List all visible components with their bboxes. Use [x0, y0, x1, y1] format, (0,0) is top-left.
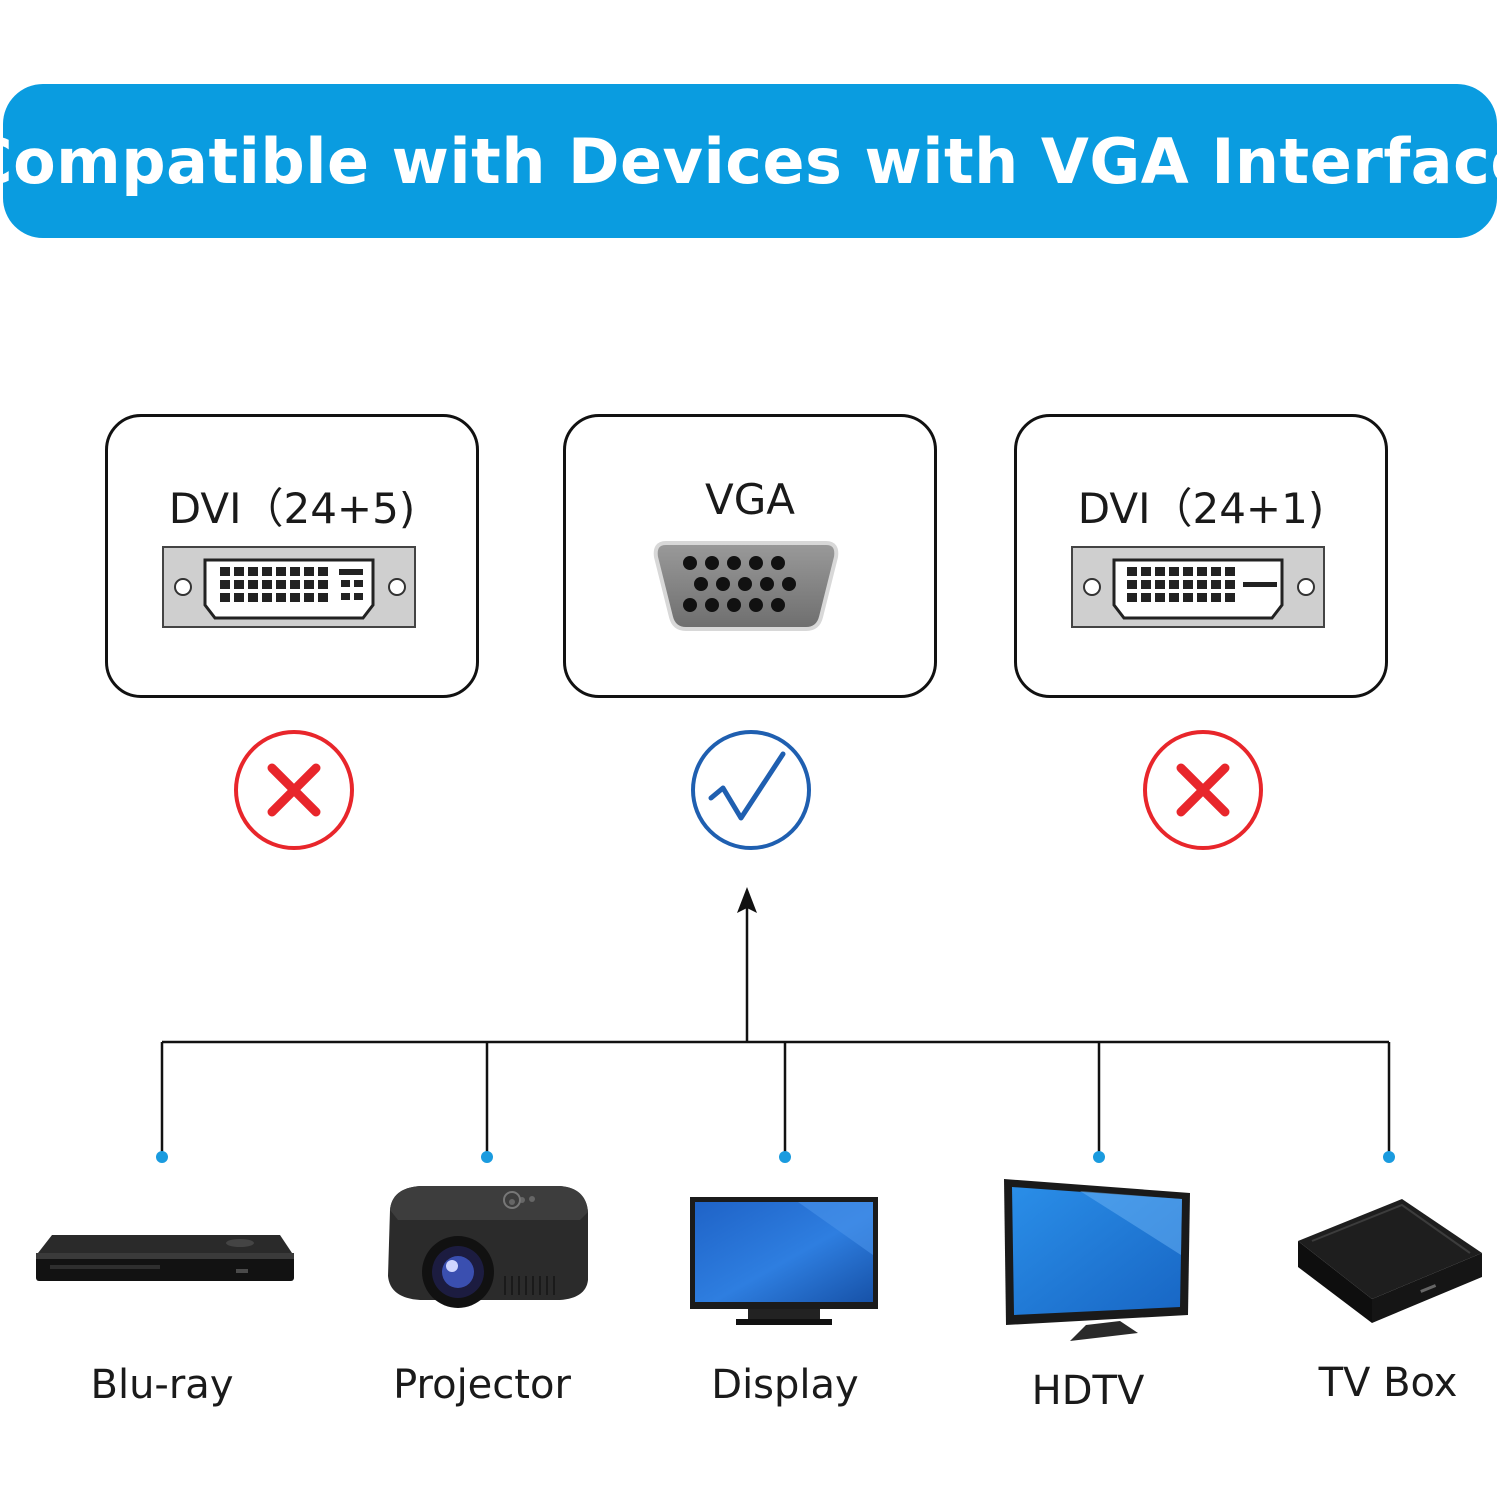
- blue-check-icon: [691, 730, 811, 850]
- connector-dot: [779, 1151, 791, 1163]
- tv-box-icon: [1298, 1199, 1482, 1323]
- port-label-dvi-24-1: DVI（24+1): [1077, 484, 1325, 533]
- connector-dot: [156, 1151, 168, 1163]
- dvi-24-5-connector-icon: [162, 546, 416, 628]
- branch-3: [779, 1042, 791, 1163]
- branch-5: [1383, 1042, 1395, 1163]
- banner-title: Compatible with Devices with VGA Interfa…: [0, 124, 1500, 198]
- vga-connector-icon: [653, 541, 839, 631]
- port-label-vga: VGA: [704, 475, 795, 524]
- arrow-up-icon: [737, 887, 757, 913]
- red-cross-icon: [234, 730, 354, 850]
- hdtv-icon: [1004, 1179, 1190, 1341]
- title-banner: Compatible with Devices with VGA Interfa…: [0, 84, 1500, 238]
- device-label-display: Display: [711, 1362, 859, 1408]
- monitor-icon: [690, 1197, 878, 1325]
- connector-dot: [1383, 1151, 1395, 1163]
- branch-1: [156, 1042, 168, 1163]
- projector-icon: [388, 1186, 588, 1308]
- branch-2: [481, 1042, 493, 1163]
- device-label-hdtv: HDTV: [1031, 1368, 1145, 1414]
- device-label-blu-ray: Blu-ray: [90, 1362, 234, 1408]
- blu-ray-player-icon: [36, 1235, 294, 1281]
- device-label-tv-box: TV Box: [1318, 1360, 1458, 1406]
- port-card-dvi-24-5: DVI（24+5): [105, 414, 479, 698]
- red-cross-icon: [1143, 730, 1263, 850]
- port-label-dvi-24-5: DVI（24+5): [168, 484, 416, 533]
- device-label-projector: Projector: [393, 1362, 571, 1408]
- port-card-dvi-24-1: DVI（24+1): [1014, 414, 1388, 698]
- connector-dot: [481, 1151, 493, 1163]
- dvi-24-1-connector-icon: [1071, 546, 1325, 628]
- port-card-vga: VGA: [563, 414, 937, 698]
- branch-4: [1093, 1042, 1105, 1163]
- connector-dot: [1093, 1151, 1105, 1163]
